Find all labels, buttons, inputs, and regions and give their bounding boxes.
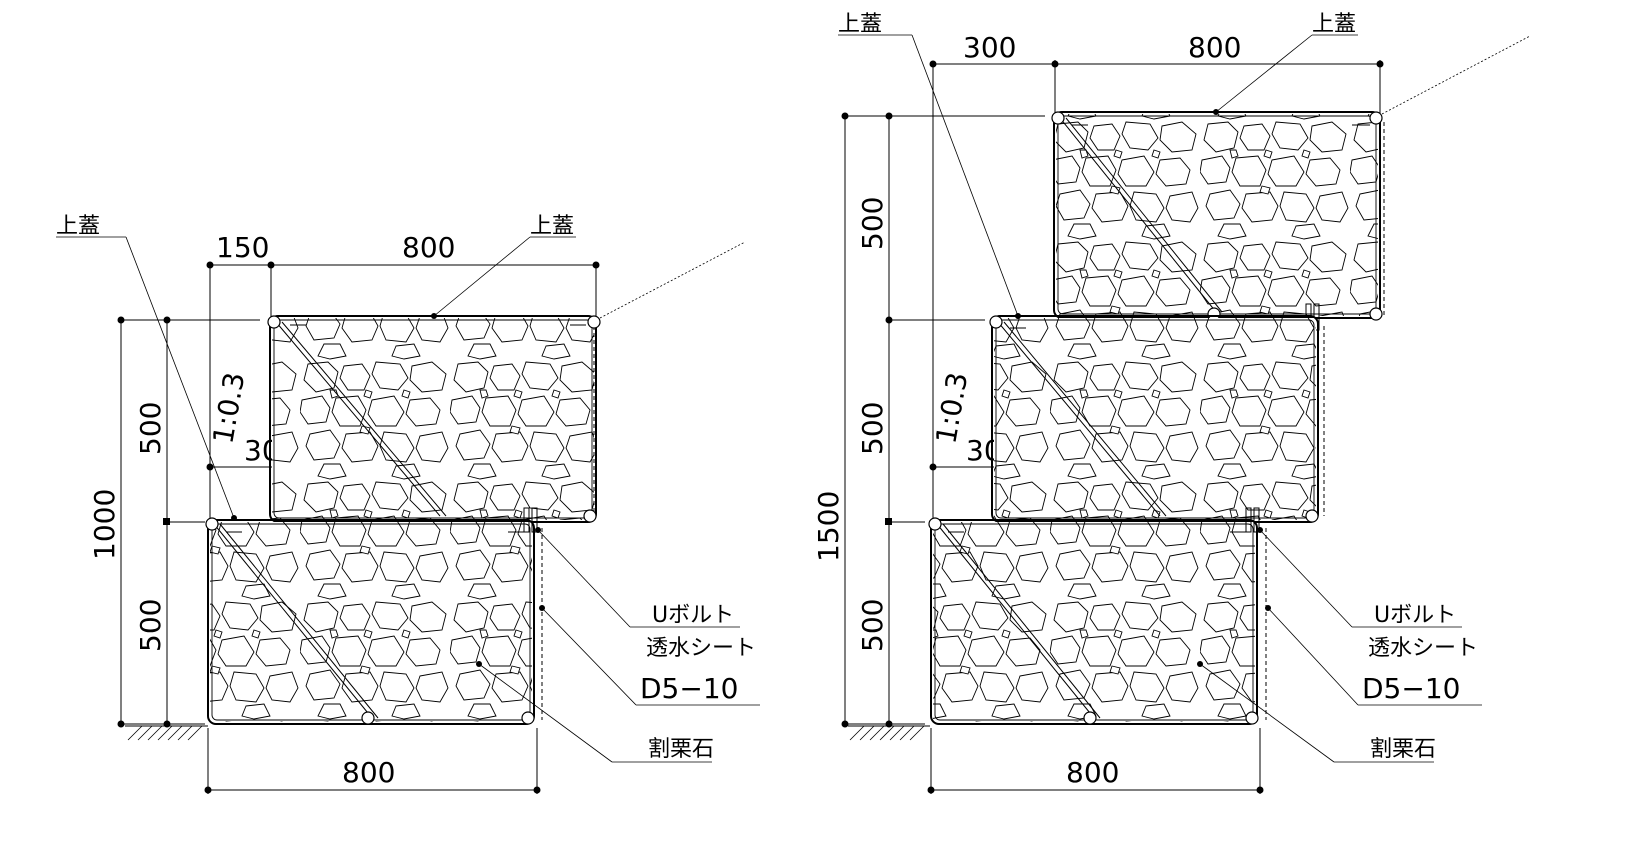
dim-height-top: 500 [856,197,889,250]
dim-top-offset: 300 [963,31,1016,64]
label-u-bolt: Uボルト [1374,603,1456,628]
leaders: 上蓋 上蓋 Uボルト 透水シート D5−10 割栗石 [56,214,760,763]
gabion-middle [989,315,1325,523]
bottom-dimension: 800 [204,728,541,794]
label-wire: D5−10 [1362,672,1460,705]
left-dimensions: 500 500 500 1500 [812,112,1045,728]
left-dimensions: 500 500 1000 [88,316,260,728]
label-lid-left: 上蓋 [838,12,882,37]
label-lid-left: 上蓋 [56,214,100,239]
top-dimension: 150 800 [206,231,600,520]
label-sheet: 透水シート [646,636,756,661]
gabion-top [1051,35,1531,331]
dim-height-top: 500 [134,402,167,455]
dim-height-middle: 500 [856,402,889,455]
gabion-bottom [928,507,1267,725]
dim-top-width: 800 [1188,31,1241,64]
label-stone: 割栗石 [1370,737,1436,762]
dim-height-total: 1500 [812,491,845,562]
dim-top-offset: 150 [216,231,269,264]
dim-height-bottom: 500 [856,599,889,652]
label-u-bolt: Uボルト [652,603,734,628]
gabion-upper [267,241,746,523]
leaders: 上蓋 上蓋 Uボルト 透水シート D5−10 割栗石 [838,12,1482,763]
label-lid-right: 上蓋 [530,214,574,239]
dim-bottom-width: 800 [1066,756,1119,789]
drawing-right: 300 800 500 500 500 1500 [812,12,1531,794]
dim-top-width: 800 [402,231,455,264]
bottom-dimension: 800 [927,728,1264,794]
gabion-lower [205,507,543,725]
ground-hatch [848,725,930,741]
dim-height-total: 1000 [88,489,121,560]
dim-bottom-width: 800 [342,756,395,789]
drawing-left: 150 800 500 500 1000 300 1:0.3 [56,214,760,794]
label-wire: D5−10 [640,672,738,705]
dim-height-bottom: 500 [134,599,167,652]
label-lid-right: 上蓋 [1312,12,1356,37]
top-dimension: 300 800 [929,31,1384,520]
ground-hatch [125,725,208,741]
label-sheet: 透水シート [1368,636,1478,661]
label-stone: 割栗石 [648,737,714,762]
